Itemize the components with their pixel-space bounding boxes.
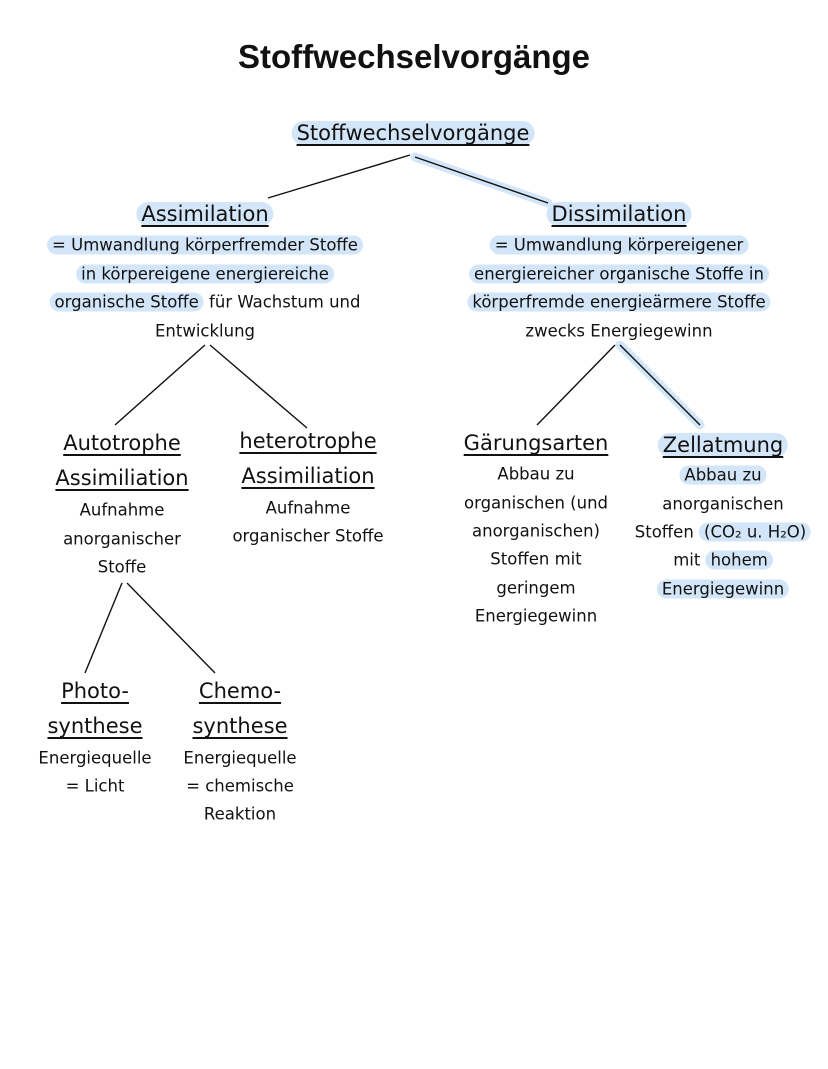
connector-dissimilation-zellatmung xyxy=(619,344,701,426)
node-text-line: anorganischen) xyxy=(472,522,600,541)
text: = chemische xyxy=(186,776,294,796)
node-text-line: organische Stoffe für Wachstum und xyxy=(49,292,361,312)
node-text-line: zwecks Energiegewinn xyxy=(525,322,712,341)
text: anorganischer xyxy=(63,529,181,549)
node-text-line: Aufnahme xyxy=(80,501,165,520)
text: Reaktion xyxy=(203,804,277,824)
node-text-line: organischer Stoffe xyxy=(232,527,383,546)
node-text-line: Energiequelle xyxy=(183,749,296,768)
node-heading: Assimilation xyxy=(136,202,274,226)
node-heading: Gärungsarten xyxy=(464,431,609,455)
connector-root-dissimilation xyxy=(414,156,549,204)
text: synthese xyxy=(192,714,288,738)
node-text-line: Stoffe xyxy=(98,558,147,577)
highlighted-text: körperfremde energieärmere Stoffe xyxy=(467,292,771,312)
node-text-line: mit hohem xyxy=(673,550,773,570)
text: Stoffe xyxy=(97,557,147,577)
text: organischen (und xyxy=(463,493,609,513)
node-heading: Photo- xyxy=(61,679,129,703)
connector-assimilation-heterotrophe xyxy=(209,344,308,429)
highlighted-text: energiereicher organische Stoffe in xyxy=(469,264,769,284)
node-text-line: Stoffen mit xyxy=(490,550,581,569)
highlighted-text: = Umwandlung körperfremder Stoffe xyxy=(47,235,363,255)
text: anorganischen xyxy=(662,494,784,514)
text: anorganischen) xyxy=(472,521,600,541)
highlighted-text: Assimilation xyxy=(136,202,274,226)
text: synthese xyxy=(47,714,143,738)
text: Energiegewinn xyxy=(474,606,598,626)
node-text-line: geringem xyxy=(496,579,575,598)
node-heading: synthese xyxy=(47,714,142,738)
node-text-line: Entwicklung xyxy=(155,322,255,341)
text: Autotrophe xyxy=(63,431,181,455)
node-text-line: in körpereigene energiereiche xyxy=(76,264,334,284)
text: = Licht xyxy=(65,776,125,796)
node-text-line: Reaktion xyxy=(204,805,276,824)
node-text-line: anorganischer xyxy=(63,530,181,549)
highlighted-text: organische Stoffe xyxy=(49,292,204,312)
node-text-line: Energiegewinn xyxy=(475,607,597,626)
highlighted-text: Abbau zu xyxy=(679,465,767,485)
text: Aufnahme xyxy=(265,498,351,518)
text: Assimiliation xyxy=(55,466,189,490)
node-heading: Chemo- xyxy=(199,679,281,703)
node-heading: heterotrophe xyxy=(239,429,376,453)
connector-autotrophe-photo xyxy=(84,582,123,674)
text: geringem xyxy=(496,578,576,598)
text: Chemo- xyxy=(198,679,282,703)
node-text-line: anorganischen xyxy=(662,495,784,514)
node-text-line: energiereicher organische Stoffe in xyxy=(469,264,769,284)
text: Stoffen mit xyxy=(490,549,582,569)
highlighted-text: Zellatmung xyxy=(657,433,789,457)
node-text-line: = chemische xyxy=(186,777,294,796)
node-heading: Assimiliation xyxy=(241,464,374,488)
text: Stoffen xyxy=(634,522,700,542)
node-heading: Zellatmung xyxy=(657,433,789,457)
node-text-line: organischen (und xyxy=(464,494,608,513)
node-text-line: Energiegewinn xyxy=(656,579,790,599)
node-text-line: Aufnahme xyxy=(266,499,351,518)
node-text-line: Abbau zu xyxy=(679,465,767,485)
node-text-line: Stoffen (CO₂ u. H₂O) xyxy=(634,522,812,542)
text: Aufnahme xyxy=(79,500,165,520)
node-heading: synthese xyxy=(192,714,287,738)
text: Entwicklung xyxy=(154,321,256,341)
highlighted-text: Stoffwechselvorgänge xyxy=(291,121,535,145)
text: heterotrophe xyxy=(239,429,377,453)
connector-dissimilation-gaerung xyxy=(536,344,616,426)
connector-autotrophe-chemo xyxy=(126,582,216,674)
text: Photo- xyxy=(61,679,129,703)
node-text-line: körperfremde energieärmere Stoffe xyxy=(467,292,771,312)
text: Gärungsarten xyxy=(463,431,609,455)
text: Energiequelle xyxy=(38,748,152,768)
highlighted-text: = Umwandlung körpereigener xyxy=(489,235,749,255)
connector-assimilation-autotrophe xyxy=(114,344,206,426)
node-text-line: = Umwandlung körpereigener xyxy=(489,235,749,255)
connector-root-assimilation xyxy=(267,154,411,199)
highlighted-text: Dissimilation xyxy=(546,202,692,226)
node-text-line: = Umwandlung körperfremder Stoffe xyxy=(47,235,363,255)
node-heading: Assimiliation xyxy=(55,466,188,490)
highlighted-text: Energiegewinn xyxy=(656,579,790,599)
text: Energiequelle xyxy=(183,748,297,768)
node-heading: Stoffwechselvorgänge xyxy=(291,121,535,145)
highlighted-text: (CO₂ u. H₂O) xyxy=(699,522,812,542)
text: für Wachstum und xyxy=(203,292,361,312)
text: mit xyxy=(673,550,706,570)
highlighted-text: in körpereigene energiereiche xyxy=(76,264,334,284)
highlighted-text: hohem xyxy=(705,550,773,570)
node-text-line: Energiequelle xyxy=(38,749,151,768)
text: Abbau zu xyxy=(497,464,575,484)
node-text-line: = Licht xyxy=(66,777,125,796)
node-heading: Autotrophe xyxy=(63,431,181,455)
text: organischer Stoffe xyxy=(232,526,384,546)
text: Assimiliation xyxy=(241,464,375,488)
node-heading: Dissimilation xyxy=(546,202,692,226)
page-title: Stoffwechselvorgänge xyxy=(237,38,591,75)
text: zwecks Energiegewinn xyxy=(525,321,713,341)
node-text-line: Abbau zu xyxy=(497,465,574,484)
